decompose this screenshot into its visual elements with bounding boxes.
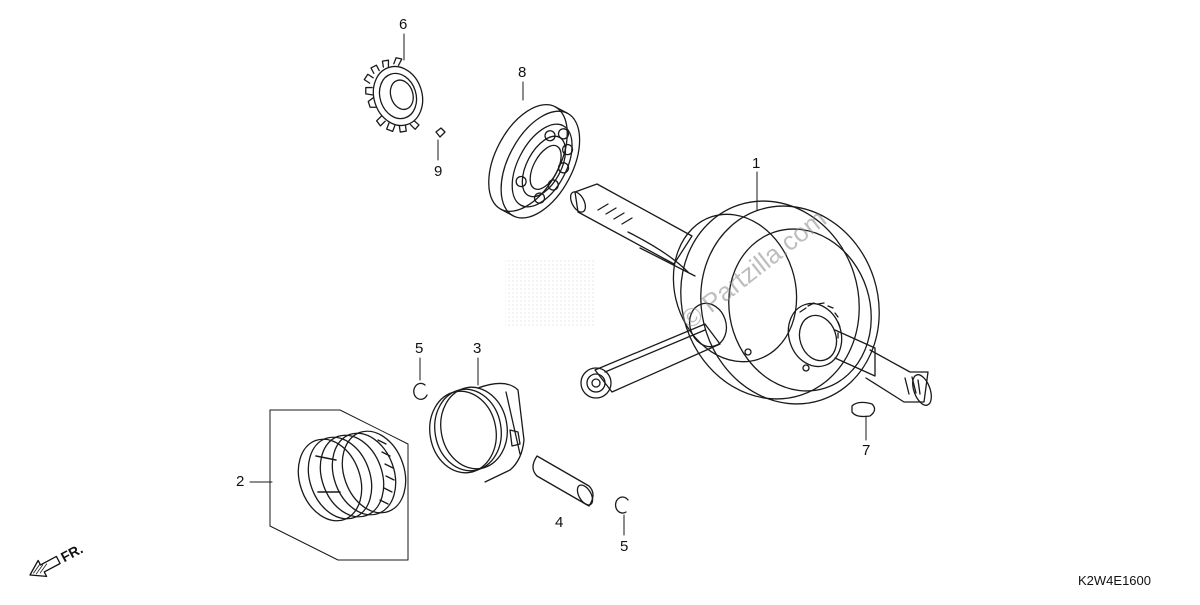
front-direction-arrow: FR. <box>29 540 85 578</box>
crankshaft-assembly <box>569 183 932 406</box>
callout-1: 1 <box>752 155 761 172</box>
callout-3: 3 <box>473 340 482 357</box>
callout-7: 7 <box>862 442 871 459</box>
front-label: FR. <box>58 540 85 565</box>
callout-8: 8 <box>518 64 527 81</box>
dot-shading <box>505 258 595 328</box>
ball-bearing <box>488 103 581 219</box>
callout-6: 6 <box>399 16 408 33</box>
callout-9: 9 <box>434 163 443 180</box>
drawing-code: K2W4E1600 <box>1078 573 1151 588</box>
piston-pin-clip-lower <box>614 496 629 514</box>
woodruff-key <box>851 401 876 418</box>
callout-4: 4 <box>555 514 564 531</box>
piston-pin-clip-upper <box>413 382 428 401</box>
piston <box>429 382 525 483</box>
leader-lines <box>249 33 867 536</box>
callout-5-lower: 5 <box>620 538 629 555</box>
piston-pin <box>532 455 594 507</box>
callout-5-upper: 5 <box>415 340 424 357</box>
woodruff-key-small <box>435 127 446 138</box>
piston-ring-set <box>269 409 409 561</box>
callout-2: 2 <box>236 473 245 490</box>
timing-gear <box>363 57 424 133</box>
